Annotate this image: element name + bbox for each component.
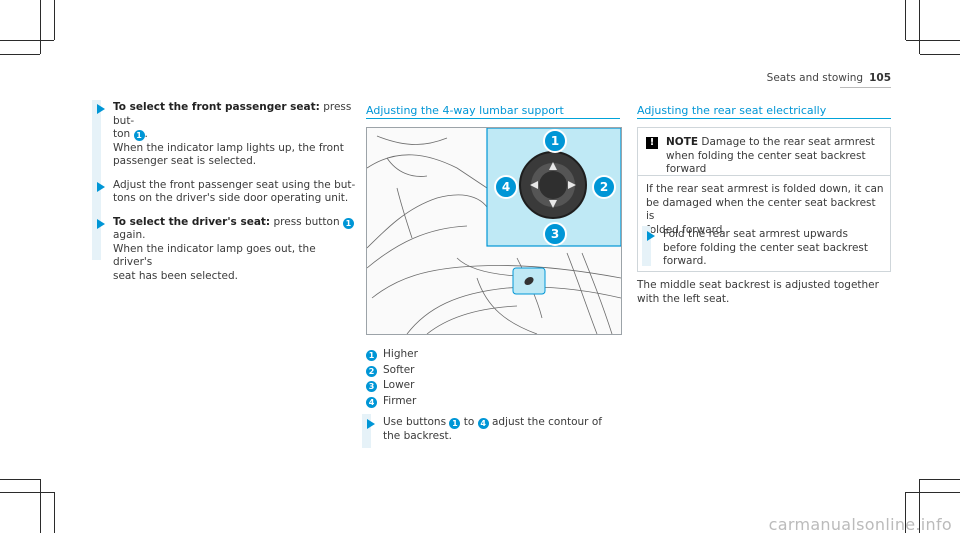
crop-mark: [40, 479, 41, 533]
note-step: Fold the rear seat armrest upwards befor…: [647, 228, 884, 269]
callout-4-icon: 4: [494, 175, 518, 199]
step-text: ton: [113, 128, 134, 140]
callout-badge: 3: [366, 381, 377, 392]
lumbar-illustration: [367, 128, 621, 334]
step-text: .: [144, 128, 148, 140]
note-label: NOTE: [666, 136, 699, 148]
step-bar: [642, 226, 651, 266]
callout-1-icon: 1: [543, 129, 567, 153]
step-text: passenger seat is selected.: [113, 155, 257, 167]
step-text: Fold the rear seat armrest upwards: [663, 228, 848, 240]
callout-badge: 4: [477, 418, 489, 429]
crop-mark: [905, 0, 906, 40]
callout-badge: 2: [366, 366, 377, 377]
page-number: 105: [869, 72, 891, 84]
section-rule: [637, 118, 891, 119]
step-text: adjust the contour of: [488, 416, 602, 428]
note-text: Damage to the rear seat armrest: [698, 136, 875, 148]
note-text: forward: [666, 163, 707, 175]
step-arrow-icon: [647, 231, 655, 241]
step-bar: [92, 100, 101, 260]
legend-item: 4 Firmer: [366, 395, 416, 409]
step-adjust-passenger: Adjust the front passenger seat using th…: [97, 179, 357, 206]
step-text: seat has been selected.: [113, 269, 238, 282]
crop-mark: [919, 0, 920, 54]
callout-badge: 1: [342, 217, 354, 229]
legend-item: 2 Softer: [366, 364, 415, 378]
crop-mark: [0, 492, 54, 493]
lumbar-figure: 1 2 3 4: [366, 127, 622, 335]
note-text: folded forward.: [646, 223, 726, 236]
crop-mark: [0, 40, 54, 41]
step-text: to: [460, 416, 478, 428]
step-select-passenger: To select the front passenger seat: pres…: [97, 101, 357, 169]
section-title-lumbar: Adjusting the 4-way lumbar support: [366, 104, 564, 117]
note-head: ! NOTE Damage to the rear seat armrest wh…: [646, 136, 882, 177]
step-text: Adjust the front passenger seat using th…: [113, 178, 356, 191]
note-divider: [638, 175, 890, 176]
header-rule: [840, 87, 891, 88]
step-lumbar: Use buttons 1 to 4 adjust the contour of…: [367, 416, 627, 443]
section-rule: [366, 118, 620, 119]
step-text: before folding the center seat backrest: [663, 241, 869, 254]
legend-label: Firmer: [383, 395, 417, 407]
warning-icon: !: [646, 137, 658, 149]
note-text: be damaged when the center seat backrest…: [646, 196, 876, 223]
callout-2-icon: 2: [592, 175, 616, 199]
section-name: Seats and stowing: [766, 72, 864, 84]
legend-item: 3 Lower: [366, 379, 414, 393]
step-fold-armrest: Fold the rear seat armrest upwards befor…: [647, 228, 884, 269]
note-text: If the rear seat armrest is folded down,…: [646, 183, 884, 195]
note-box: ! NOTE Damage to the rear seat armrest wh…: [637, 127, 891, 272]
step-text: again.: [113, 229, 146, 241]
crop-mark: [54, 0, 55, 40]
step-lead: To select the front passenger seat:: [113, 101, 320, 113]
crop-mark: [54, 492, 55, 533]
section-title-rear-seat: Adjusting the rear seat electrically: [637, 104, 827, 117]
legend-label: Higher: [383, 348, 418, 360]
step-text: forward.: [663, 255, 707, 267]
crop-mark: [905, 492, 906, 533]
step-text: press button: [270, 215, 343, 228]
callout-badge: 4: [366, 397, 377, 408]
lumbar-instruction: Use buttons 1 to 4 adjust the contour of…: [367, 416, 627, 453]
legend-label: Lower: [383, 379, 415, 391]
paragraph-text: with the left seat.: [637, 292, 730, 305]
step-arrow-icon: [97, 181, 105, 192]
callout-badge: 1: [449, 418, 461, 429]
watermark: carmanualsonline.info: [768, 514, 952, 534]
step-text: the backrest.: [383, 429, 452, 442]
callout-badge: 1: [133, 130, 145, 141]
crop-mark: [40, 0, 41, 54]
step-arrow-icon: [97, 104, 105, 114]
left-column: To select the front passenger seat: pres…: [97, 101, 357, 293]
legend-item: 1 Higher: [366, 348, 418, 362]
paragraph-text: The middle seat backrest is adjusted tog…: [637, 279, 879, 291]
rear-seat-paragraph: The middle seat backrest is adjusted tog…: [637, 279, 897, 306]
note-body: If the rear seat armrest is folded down,…: [646, 183, 884, 237]
note-text: when folding the center seat backrest: [666, 149, 866, 162]
callout-badge: 1: [366, 350, 377, 361]
step-text: press but-: [113, 101, 352, 127]
crop-mark: [919, 479, 920, 533]
step-bar: [362, 414, 371, 448]
step-text: When the indicator lamp goes out, the dr…: [113, 242, 316, 269]
step-text: Use buttons: [383, 416, 450, 428]
crop-mark: [920, 479, 960, 480]
crop-mark: [920, 54, 960, 55]
crop-mark: [906, 492, 960, 493]
legend-label: Softer: [383, 364, 415, 376]
step-text: tons on the driver's side door operating…: [113, 192, 349, 204]
crop-mark: [906, 40, 960, 41]
step-select-driver: To select the driver's seat: press butto…: [97, 216, 357, 284]
step-arrow-icon: [367, 419, 375, 429]
crop-mark: [0, 54, 40, 55]
page-header: Seats and stowing 105: [767, 72, 891, 86]
callout-3-icon: 3: [543, 222, 567, 246]
crop-mark: [0, 479, 40, 480]
step-arrow-icon: [97, 218, 105, 229]
step-text: When the indicator lamp lights up, the f…: [113, 141, 344, 154]
step-lead: To select the driver's seat:: [113, 215, 271, 228]
